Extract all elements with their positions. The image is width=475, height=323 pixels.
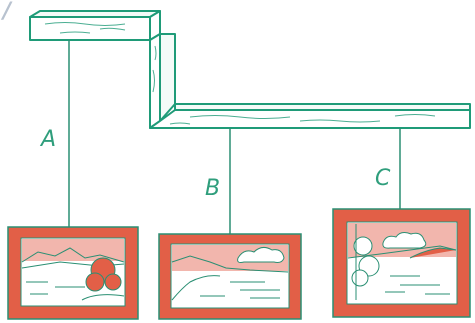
picture-a [8,227,138,319]
picture-c [333,209,470,317]
label-a: A [39,127,56,152]
corner-mark: / [0,0,13,24]
picture-b [159,234,301,319]
label-c: C [375,166,391,191]
label-b: B [205,176,220,201]
wooden-beam [30,11,470,128]
hanging-wires [69,40,400,234]
